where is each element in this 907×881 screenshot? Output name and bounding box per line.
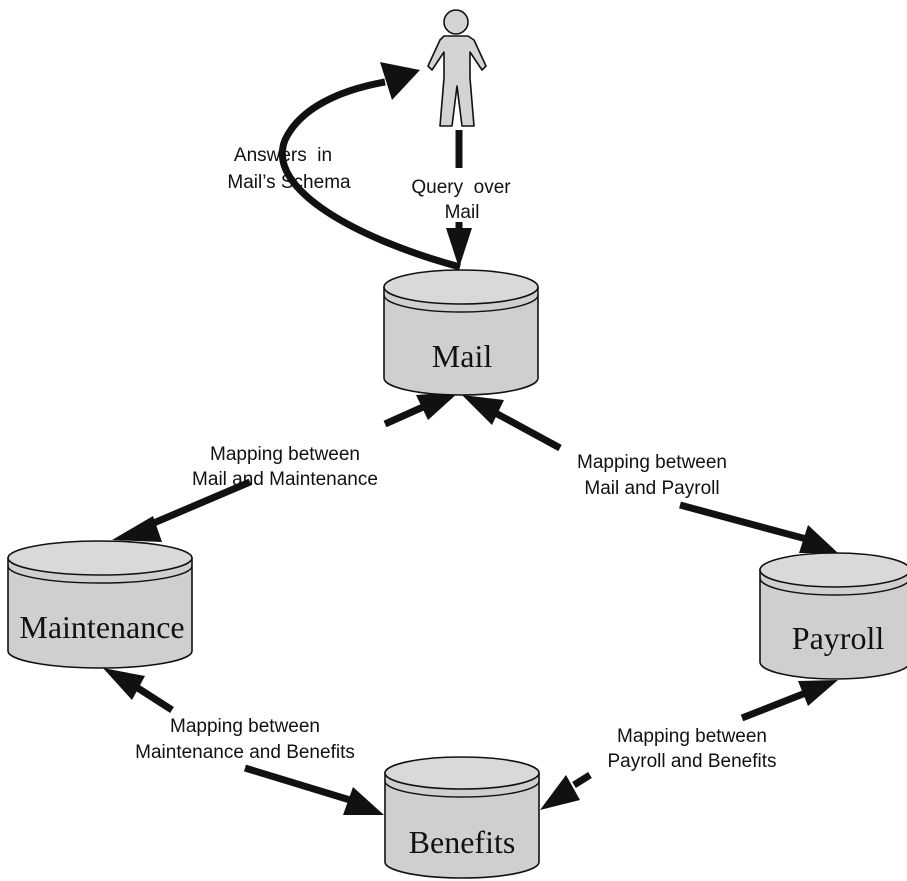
mail-payroll-arrow bbox=[462, 395, 838, 553]
query-label-line-1: Query over bbox=[411, 177, 511, 198]
mail-payroll-label: Mapping between Mail and Payroll bbox=[577, 452, 727, 499]
payroll-benefits-arrow bbox=[540, 680, 838, 810]
mail-maintenance-arrow bbox=[112, 392, 459, 542]
payroll-benefits-label-line-1: Mapping between bbox=[617, 726, 767, 747]
payroll-database: Payroll bbox=[759, 552, 907, 680]
mail-database: Mail bbox=[383, 269, 539, 396]
benefits-label: Benefits bbox=[409, 824, 516, 860]
answers-label-line-2: Mail’s Schema bbox=[227, 172, 351, 193]
payroll-benefits-label-line-2: Payroll and Benefits bbox=[608, 751, 777, 772]
maintenance-benefits-label-line-2: Maintenance and Benefits bbox=[135, 742, 355, 763]
maintenance-benefits-label-line-1: Mapping between bbox=[170, 716, 320, 737]
answers-label: Answers in Mail’s Schema bbox=[227, 145, 351, 193]
maintenance-database: Maintenance bbox=[7, 540, 193, 669]
mail-maintenance-label-line-2: Mail and Maintenance bbox=[192, 469, 378, 490]
mail-maintenance-label-line-1: Mapping between bbox=[210, 444, 360, 465]
mail-payroll-label-line-2: Mail and Payroll bbox=[584, 478, 719, 499]
maintenance-benefits-label: Mapping between Maintenance and Benefits bbox=[135, 716, 355, 763]
query-label-line-2: Mail bbox=[445, 202, 480, 223]
query-label: Query over Mail bbox=[411, 177, 511, 223]
person-icon bbox=[427, 9, 487, 127]
mail-payroll-label-line-1: Mapping between bbox=[577, 452, 727, 473]
query-arrow bbox=[446, 130, 472, 268]
answers-label-line-1: Answers in bbox=[234, 145, 332, 166]
maintenance-benefits-arrow bbox=[103, 668, 384, 815]
answers-arrow bbox=[279, 62, 461, 271]
mail-label: Mail bbox=[432, 338, 493, 374]
mail-maintenance-label: Mapping between Mail and Maintenance bbox=[192, 444, 378, 490]
benefits-database: Benefits bbox=[384, 756, 540, 879]
payroll-benefits-label: Mapping between Payroll and Benefits bbox=[608, 726, 777, 772]
maintenance-label: Maintenance bbox=[19, 609, 184, 645]
payroll-label: Payroll bbox=[792, 620, 885, 656]
